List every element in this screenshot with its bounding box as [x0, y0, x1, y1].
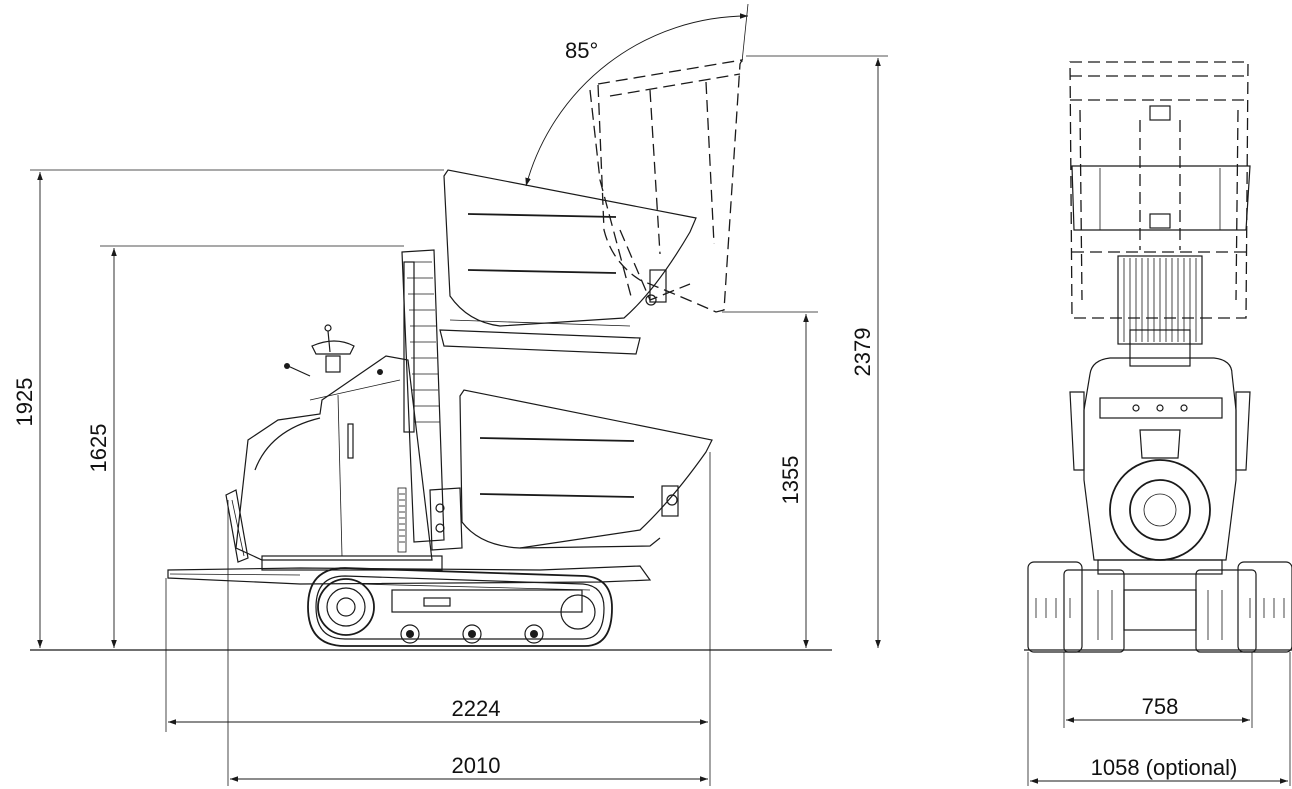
dump-angle-indicator	[525, 3, 749, 187]
track-width-label: 758	[1142, 694, 1179, 719]
optional-width-label: 1058 (optional)	[1091, 755, 1238, 780]
overall-height-dumping-label: 2379	[850, 328, 875, 377]
overall-length-label: 2224	[452, 696, 501, 721]
hopper-raised	[439, 169, 697, 355]
front-radiator	[1117, 255, 1203, 367]
front-tracks	[1024, 561, 1292, 653]
front-dimensions	[1027, 652, 1291, 786]
front-hopper-raised	[1071, 165, 1251, 231]
engine-housing	[235, 324, 433, 561]
front-view: 758 1058 (optional)	[1024, 61, 1292, 786]
side-dimensions	[30, 55, 888, 786]
front-body	[1069, 357, 1251, 575]
operator-height-label: 1625	[86, 424, 111, 473]
radiator	[401, 249, 445, 543]
hopper-lowered	[429, 389, 713, 551]
crawler-track	[307, 567, 613, 647]
track-length-label: 2010	[452, 753, 501, 778]
raised-hopper-height-label: 1925	[12, 378, 37, 427]
side-view: 85° 2379 1925 1625 1355 2224 2010	[12, 3, 888, 786]
front-hopper-dumping	[1069, 61, 1249, 319]
dump-angle-label: 85°	[565, 38, 598, 63]
dump-height-label: 1355	[778, 456, 803, 505]
